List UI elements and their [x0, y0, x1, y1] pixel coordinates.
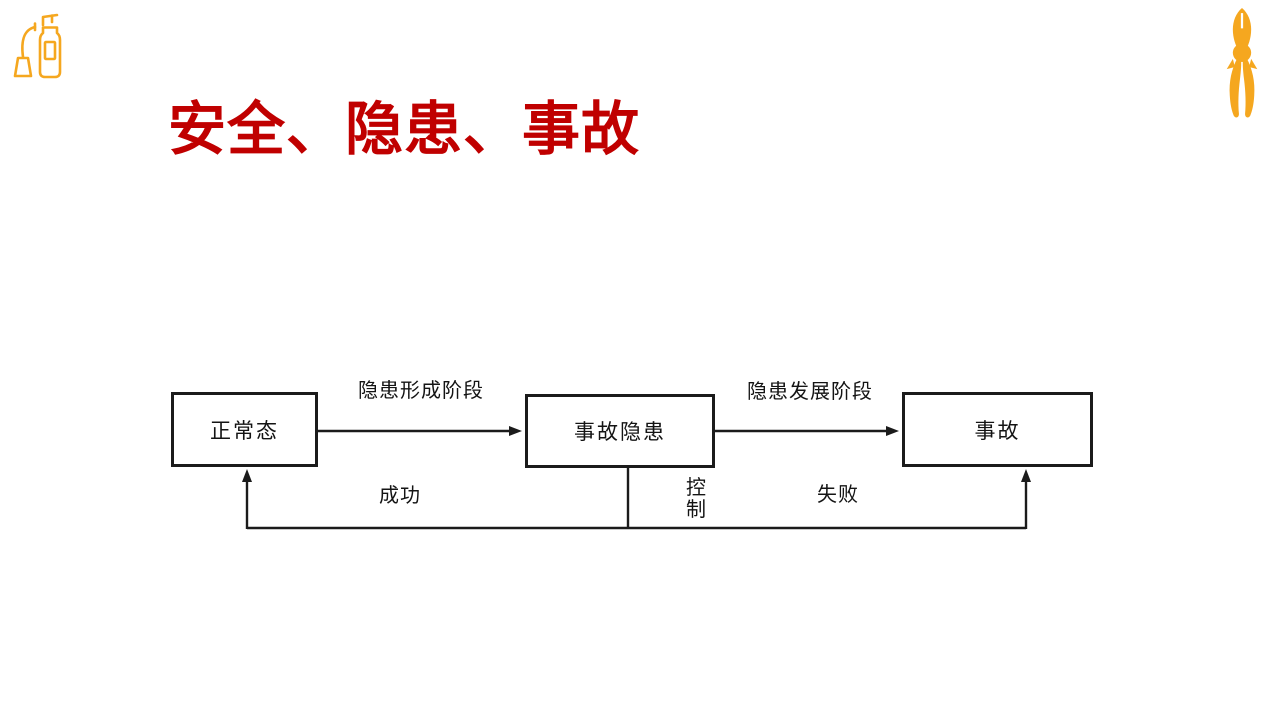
feedback-label-success: 成功: [379, 485, 421, 507]
edge-label-formation-stage: 隐患形成阶段: [358, 380, 484, 402]
node-accident-label: 事故: [974, 418, 1021, 443]
pliers-icon: [1218, 8, 1266, 120]
node-accident: 事故: [902, 392, 1093, 467]
node-normal-state: 正常态: [171, 392, 318, 467]
slide-title: 安全、隐患、事故: [168, 97, 641, 162]
fire-extinguisher-icon: [12, 12, 66, 80]
node-hidden-danger: 事故隐患: [525, 394, 715, 468]
edge-label-development-stage: 隐患发展阶段: [747, 381, 873, 403]
node-normal-state-label: 正常态: [210, 418, 279, 443]
node-hidden-danger-label: 事故隐患: [574, 420, 666, 444]
feedback-label-control: 控制: [686, 477, 706, 522]
feedback-label-failure: 失败: [817, 484, 859, 506]
